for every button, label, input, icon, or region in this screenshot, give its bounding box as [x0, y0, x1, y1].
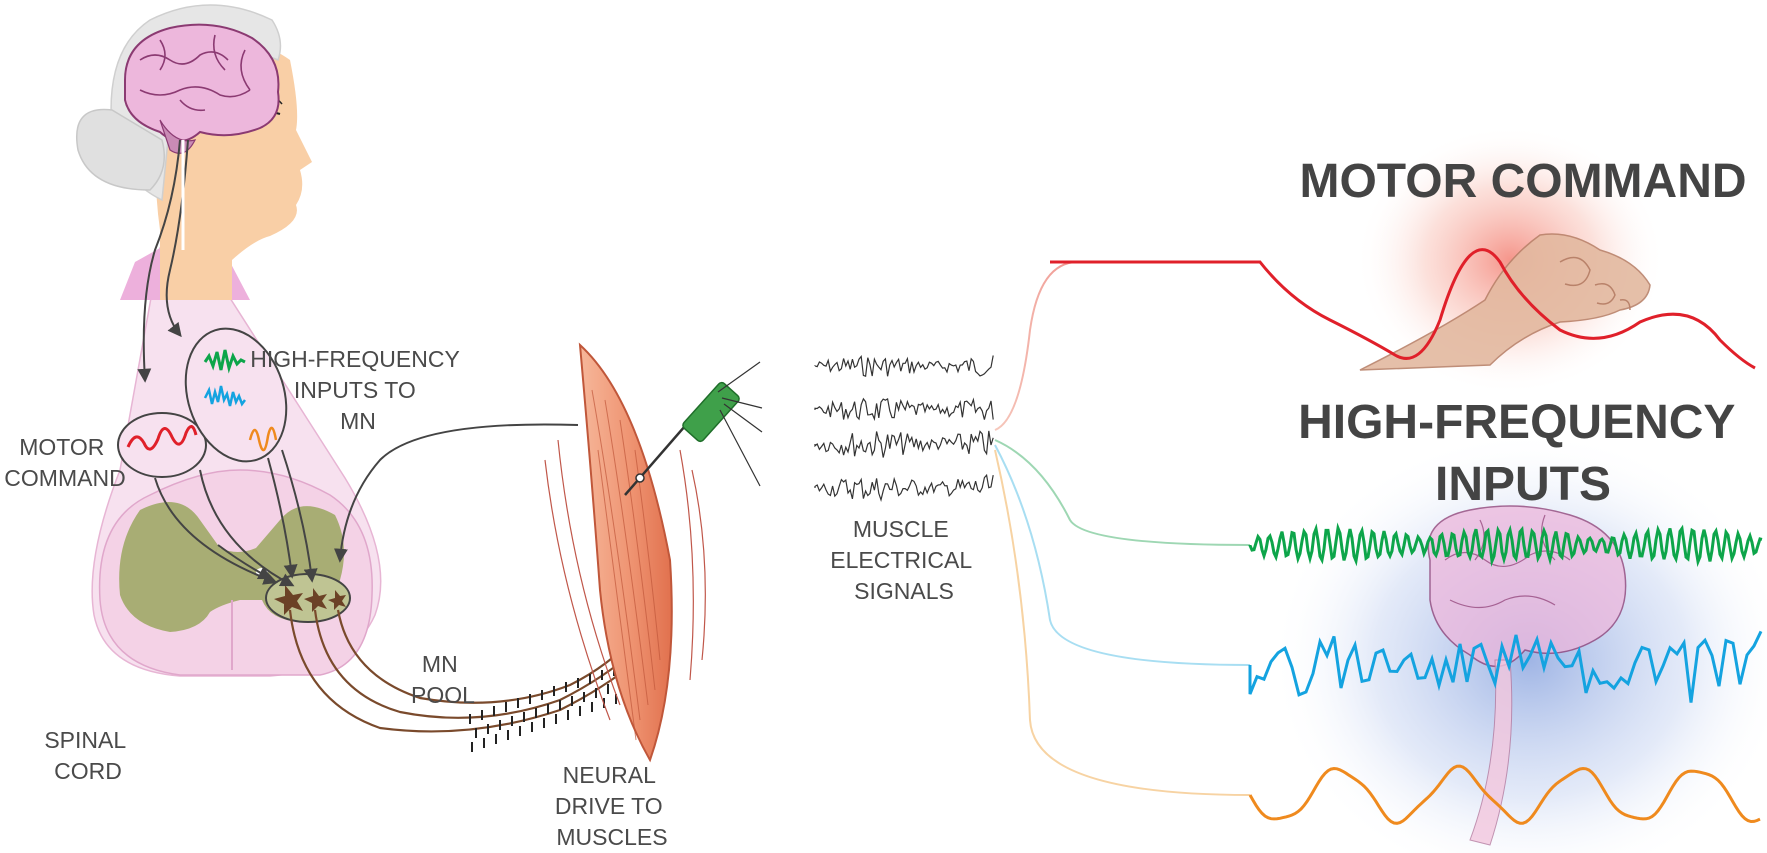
label-motor-command: MOTOR COMMAND [4, 434, 125, 491]
spike-trains [469, 662, 633, 752]
motor-command-bubble [117, 412, 207, 478]
emg-electrode-icon [624, 361, 763, 496]
green-hf-wave [1248, 522, 1763, 568]
blue-wave-small [203, 385, 246, 407]
motor-neuron-3 [328, 590, 346, 610]
label-muscle-signals: MUSCLE ELECTRICAL SIGNALS [830, 516, 977, 604]
motor-command-panel [1050, 125, 1756, 395]
green-wave-small [203, 349, 246, 374]
motor-neuron-1 [274, 585, 303, 615]
motor-wave-small [126, 425, 198, 451]
label-neural-drive: NEURAL DRIVE TO MUSCLES [555, 762, 669, 850]
emg-traces [814, 355, 994, 503]
motor-command-wave [1050, 248, 1756, 370]
orange-hf-wave [1248, 764, 1761, 825]
spinal-cord-section [98, 423, 579, 676]
hf-inputs-panel [1248, 430, 1767, 853]
brain-icon [124, 23, 280, 142]
motor-neuron-2 [304, 588, 327, 612]
orange-wave-small [248, 426, 278, 452]
blue-hf-wave [1248, 630, 1763, 703]
title-hf-inputs: HIGH-FREQUENCY INPUTS [1298, 396, 1748, 511]
title-motor-command: MOTOR COMMAND [1299, 155, 1746, 208]
decomposition-links [994, 260, 1251, 796]
hf-inputs-bubble [184, 327, 288, 463]
hair-bun [76, 108, 165, 191]
label-spinal-cord: SPINAL CORD [44, 727, 131, 784]
muscle [544, 342, 706, 763]
label-hf-inputs-mn: HIGH-FREQUENCY INPUTS TO MN [250, 346, 466, 434]
label-mn-pool: MN POOL [411, 651, 475, 708]
